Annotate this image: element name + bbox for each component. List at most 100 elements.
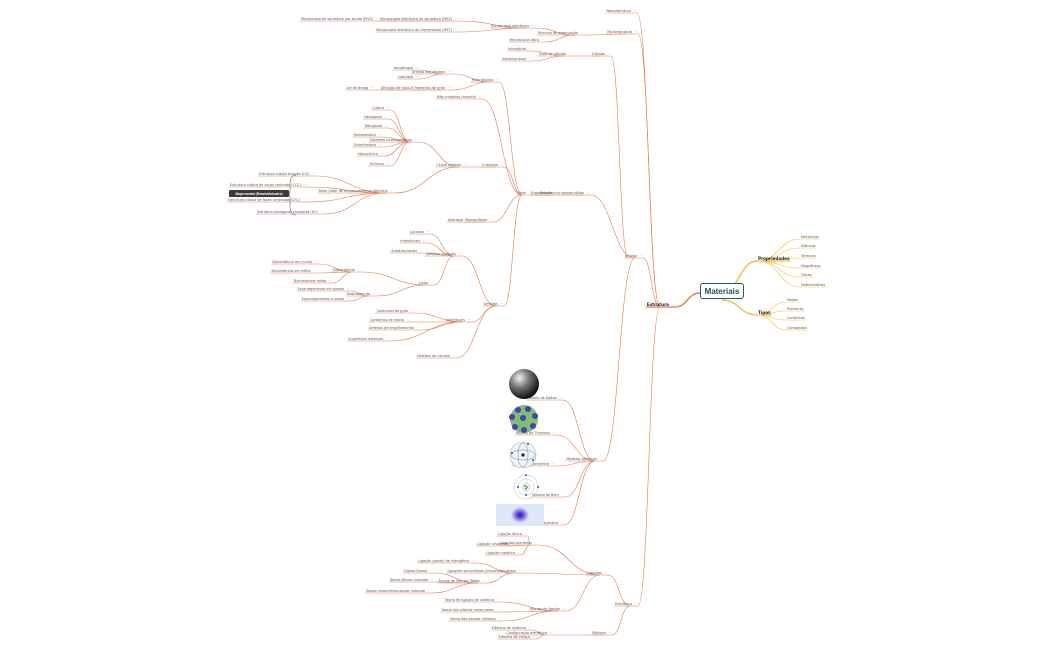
expand-chevron-icon[interactable] [568, 52, 572, 55]
expand-chevron-icon[interactable] [375, 17, 379, 20]
mindmap-node[interactable]: Monoclínico [357, 151, 378, 156]
mindmap-node[interactable]: Defeitos de volume [416, 353, 450, 358]
mindmap-node[interactable]: Hexagonal [363, 114, 382, 119]
mindmap-node[interactable]: Teoria das bandas (sólidos) [449, 616, 496, 621]
mindmap-node[interactable]: Mecânicas [801, 234, 819, 239]
mindmap-node[interactable]: Estrutura hexagonal compacta (HC) [257, 209, 318, 214]
expand-chevron-icon[interactable] [498, 617, 502, 620]
mindmap-node[interactable]: Modelo de Dalton [527, 395, 557, 400]
mindmap-node[interactable]: Elétrons de caroço [498, 634, 530, 639]
expand-chevron-icon[interactable] [495, 78, 499, 81]
expand-chevron-icon[interactable] [496, 598, 500, 601]
mindmap-node[interactable]: Microscopia ótica [509, 37, 539, 42]
expand-chevron-icon[interactable] [531, 24, 535, 27]
expand-chevron-icon[interactable] [416, 326, 420, 329]
expand-chevron-icon[interactable] [500, 163, 504, 166]
expand-chevron-icon[interactable] [447, 70, 451, 73]
expand-chevron-icon[interactable] [302, 198, 306, 201]
expand-chevron-icon[interactable] [426, 230, 430, 233]
expand-chevron-icon[interactable] [378, 143, 382, 146]
mindmap-node[interactable]: Sistemas cristalográficos [369, 137, 412, 142]
expand-chevron-icon[interactable] [518, 569, 522, 572]
mindmap-node[interactable]: Substitucional [501, 56, 526, 61]
mindmap-node[interactable]: Deslizamento [346, 291, 370, 296]
expand-chevron-icon[interactable] [465, 218, 469, 221]
expand-chevron-icon[interactable] [528, 47, 532, 50]
expand-chevron-icon[interactable] [549, 631, 553, 634]
expand-chevron-icon[interactable] [386, 162, 390, 165]
expand-chevron-icon[interactable] [463, 163, 467, 166]
mindmap-node[interactable]: Ligações secundárias (intermoleculares) [447, 568, 516, 573]
expand-chevron-icon[interactable] [551, 462, 555, 465]
mindmap-node[interactable]: Interfaciais [446, 317, 465, 322]
mindmap-node[interactable]: Cristalino [482, 162, 498, 167]
expand-chevron-icon[interactable] [489, 218, 493, 221]
expand-chevron-icon[interactable] [562, 607, 566, 610]
mindmap-node[interactable]: Materiais no estado sólido [539, 190, 584, 195]
expand-chevron-icon[interactable] [528, 57, 532, 60]
expand-chevron-icon[interactable] [559, 396, 563, 399]
mindmap-node[interactable]: Elétrons de valência [491, 625, 526, 630]
mindmap-node[interactable]: Dipolo-Dipolo [404, 568, 427, 573]
expand-chevron-icon[interactable] [415, 86, 419, 89]
mindmap-node[interactable]: Escorregamento cruzado [301, 296, 344, 301]
mindmap-node[interactable]: Discordância mista [293, 278, 326, 283]
expand-chevron-icon[interactable] [454, 17, 458, 20]
mindmap-node[interactable]: Intersticiais [400, 238, 420, 243]
expand-chevron-icon[interactable] [378, 133, 382, 136]
mindmap-node[interactable]: Ligações [587, 570, 602, 575]
mindmap-node[interactable]: Elétricas [801, 243, 816, 248]
expand-chevron-icon[interactable] [320, 210, 324, 213]
mindmap-node[interactable]: Fronteiras de grão [414, 85, 445, 90]
floating-topic[interactable]: Mapa mental (Resolvido/sobre) [229, 190, 289, 197]
mindmap-node[interactable]: Metais [787, 297, 799, 302]
expand-chevron-icon[interactable] [370, 86, 374, 89]
mindmap-node[interactable]: Técnicas de observação [537, 30, 578, 35]
mindmap-node[interactable]: Policristalino [471, 77, 493, 82]
expand-chevron-icon[interactable] [380, 152, 384, 155]
expand-chevron-icon[interactable] [517, 551, 521, 554]
expand-chevron-icon[interactable] [528, 191, 532, 194]
mindmap-node[interactable]: Arranjo [624, 253, 637, 258]
mindmap-node[interactable]: Difração de raios-X [380, 85, 413, 90]
mindmap-node[interactable]: Ortorrômbico [353, 142, 376, 147]
expand-chevron-icon[interactable] [639, 254, 643, 257]
mindmap-node[interactable]: Microscopia eletrônica [491, 23, 529, 28]
mindmap-node[interactable]: Arranjo dos átomos [411, 69, 445, 74]
mindmap-node[interactable]: Modelos atômicos [566, 456, 597, 461]
mindmap-node[interactable]: Ligação (ponte) de hidrogênio [417, 558, 469, 563]
mindmap-node[interactable]: Ligações primárias [500, 540, 532, 545]
expand-chevron-icon[interactable] [482, 579, 486, 582]
mindmap-node[interactable]: Difusão [592, 51, 605, 56]
expand-chevron-icon[interactable] [384, 115, 388, 118]
expand-chevron-icon[interactable] [599, 457, 603, 460]
mindmap-node[interactable]: Polímeros [787, 306, 804, 311]
expand-chevron-icon[interactable] [414, 138, 418, 141]
mindmap-node[interactable]: Isotropia [398, 74, 413, 79]
mindmap-node[interactable]: Configuração eletrônica [506, 630, 547, 635]
mindmap-node[interactable]: Compósitos [787, 325, 807, 330]
mindmap-node[interactable]: Magnéticas [801, 263, 821, 268]
mindmap-node[interactable]: Tetragonal [364, 123, 382, 128]
expand-chevron-icon[interactable] [313, 269, 317, 272]
mindmap-node[interactable]: Substitucionais [391, 248, 417, 253]
expand-chevron-icon[interactable] [510, 542, 514, 545]
mindmap-node[interactable]: Propriedades [758, 255, 790, 261]
mindmap-node[interactable]: Escorregamento em planos [297, 286, 344, 291]
expand-chevron-icon[interactable] [357, 268, 361, 271]
mindmap-node[interactable]: Dipolo-Dipolo induzido [389, 577, 428, 582]
expand-chevron-icon[interactable] [410, 309, 414, 312]
expand-chevron-icon[interactable] [552, 431, 556, 434]
mindmap-node[interactable]: Estrutura cúbica de corpo centrado (CCC) [230, 182, 301, 187]
mindmap-node[interactable]: Estrutura cúbica simples (CS) [258, 171, 309, 176]
expand-chevron-icon[interactable] [560, 521, 564, 524]
expand-chevron-icon[interactable] [303, 183, 307, 186]
mindmap-node[interactable]: Defeitos pontuais [426, 251, 456, 256]
expand-chevron-icon[interactable] [346, 297, 350, 300]
mindmap-node[interactable]: Modelo de Thomson [515, 430, 550, 435]
mindmap-node[interactable]: Óticas [801, 272, 812, 277]
expand-chevron-icon[interactable] [406, 318, 410, 321]
mindmap-node[interactable]: Ligação iônica [497, 531, 522, 536]
expand-chevron-icon[interactable] [534, 541, 538, 544]
mindmap-node[interactable]: Forças de Van der Waals [438, 578, 480, 583]
